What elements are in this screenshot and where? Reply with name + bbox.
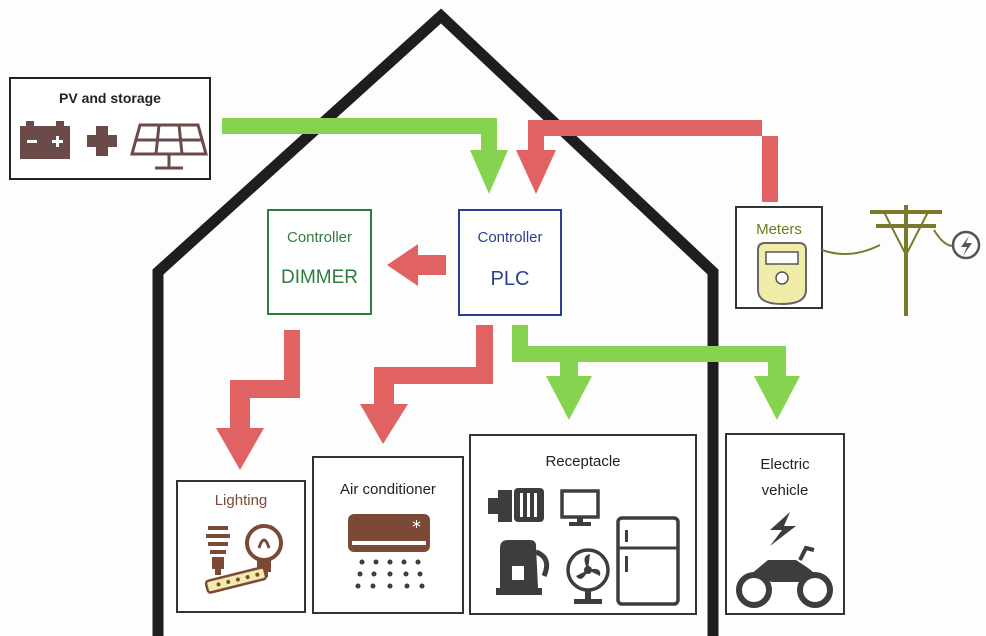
plus-icon [87,126,117,156]
monitor-icon [560,489,600,526]
house-outline [152,8,719,636]
power-line [821,244,881,255]
air-conditioner-icon: * [348,514,430,589]
arrow-plc-to-receptacle-and-ev [512,325,800,420]
lighting-label: Lighting [214,492,268,509]
led-tube-icon [204,566,268,594]
arrow-pv-to-plc [222,118,508,194]
fan-icon [566,548,610,604]
svg-text:*: * [412,517,421,538]
arrow-meters-to-plc [516,120,778,202]
controller-plc-title: Controller [477,229,543,246]
electric-vehicle-label-line1: Electric [760,456,810,473]
arrow-dimmer-to-lighting [216,330,300,470]
controller-dimmer-box [267,209,372,315]
battery-icon [20,121,70,159]
refrigerator-icon [616,516,680,606]
cfl-bulb-icon [206,526,230,575]
lighting-box [176,480,306,613]
arrow-plc-to-ac [360,325,493,444]
motorcycle-icon [736,545,833,608]
meters-label: Meters [756,221,802,238]
mixer-icon [488,488,544,522]
receptacle-label: Receptacle [545,453,621,470]
controller-dimmer-name: DIMMER [280,267,359,288]
controller-plc-name: PLC [490,268,530,290]
controller-plc-box [458,209,562,316]
light-bulb-icon [245,524,283,577]
solar-panel-icon [130,123,208,170]
air-conditioner-label: Air conditioner [340,481,436,498]
utility-pole-icon [870,205,959,316]
lightning-icon [770,512,796,546]
electric-vehicle-label-line2: vehicle [761,482,809,499]
electric-meter-icon [757,242,807,306]
arrow-plc-to-dimmer [387,244,446,286]
kettle-icon [496,540,550,595]
lightning-circle-icon [951,230,981,260]
controller-dimmer-title: Controller [286,229,353,246]
pv-storage-label: PV and storage [59,90,161,106]
